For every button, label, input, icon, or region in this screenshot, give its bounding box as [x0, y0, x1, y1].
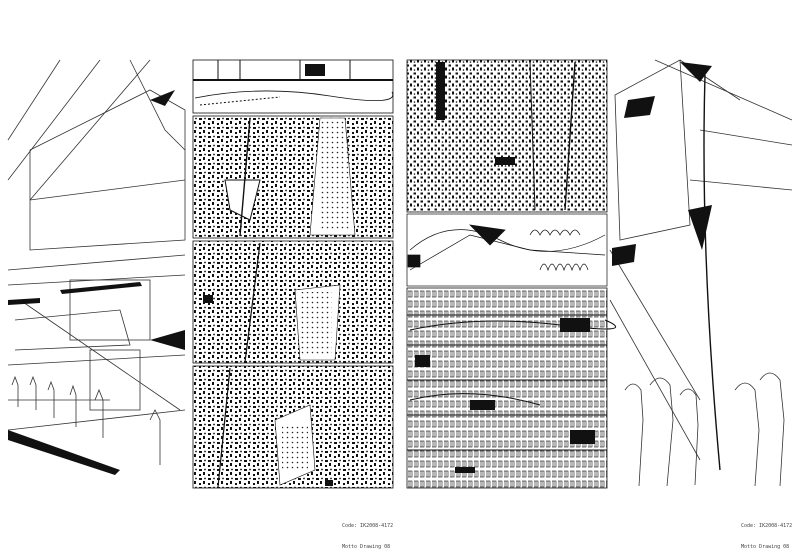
- left-top-strip: [192, 59, 394, 114]
- right-black-accents: [612, 62, 712, 266]
- left-dense-panel-3: [192, 365, 394, 489]
- left-dense-panel-2: [192, 240, 394, 364]
- caption-right-code: Code: IK2008-4172: [741, 523, 793, 529]
- right-perspective-view: [609, 59, 793, 487]
- left-perspective-view: [7, 59, 186, 465]
- left-black-accents: [8, 90, 185, 475]
- right-perspective-strip: [406, 213, 608, 287]
- caption-right-title: Motto Drawing 08: [741, 544, 790, 550]
- caption-left: Code: IK2008-4172 Motto Drawing 08: [342, 509, 393, 558]
- caption-left-code: Code: IK2008-4172: [342, 523, 394, 529]
- caption-left-title: Motto Drawing 08: [342, 544, 391, 550]
- right-striped-elevation: [406, 287, 617, 489]
- left-dense-panel-1: [192, 115, 394, 239]
- caption-right: Code: IK2008-4172 Motto Drawing 08: [741, 509, 792, 558]
- right-dense-panel: [406, 59, 608, 213]
